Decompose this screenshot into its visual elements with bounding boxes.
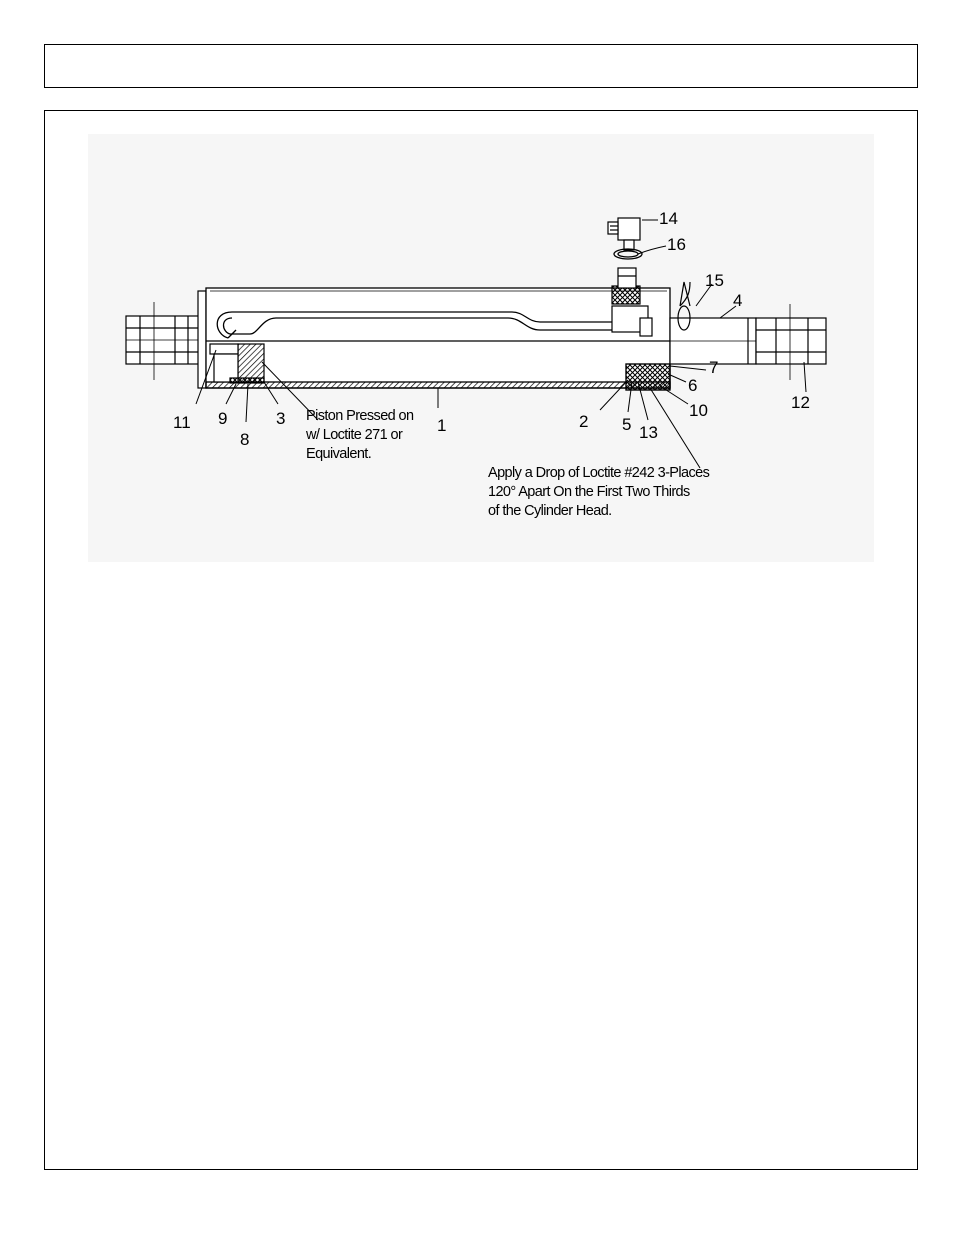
callout-12: 12 <box>791 393 810 412</box>
callout-16: 16 <box>667 235 686 254</box>
loctite-note-line-2: 120° Apart On the First Two Thirds <box>488 484 690 500</box>
internal-tube <box>216 311 636 339</box>
content-frame <box>44 110 918 1170</box>
piston-note-line-3: Equivalent. <box>306 446 371 462</box>
callout-1: 1 <box>437 416 446 435</box>
piston-note-line-2: w/ Loctite 271 or <box>305 427 403 443</box>
leader-lines <box>195 219 807 469</box>
port-fitting <box>611 267 653 337</box>
loctite-note: Apply a Drop of Loctite #242 3-Places 12… <box>488 465 710 519</box>
callout-2: 2 <box>579 412 588 431</box>
callout-numbers: 1 2 3 4 5 6 7 8 9 10 11 12 13 14 15 16 <box>173 209 810 449</box>
callout-3: 3 <box>276 409 285 428</box>
callout-11: 11 <box>173 413 191 432</box>
callout-4: 4 <box>733 291 742 310</box>
piston-rod <box>669 317 757 365</box>
callout-9: 9 <box>218 409 227 428</box>
callout-6: 6 <box>688 376 697 395</box>
cylinder-head <box>625 363 671 391</box>
callout-14: 14 <box>659 209 678 228</box>
callout-5: 5 <box>622 415 631 434</box>
loctite-note-line-1: Apply a Drop of Loctite #242 3-Places <box>488 465 710 481</box>
elbow-fitting <box>607 217 641 251</box>
callout-7: 7 <box>709 358 718 377</box>
left-clevis <box>125 290 207 389</box>
piston <box>209 343 265 384</box>
callout-10: 10 <box>689 401 708 420</box>
callout-13: 13 <box>639 423 658 442</box>
page-header-box <box>44 44 918 88</box>
o-ring <box>613 248 643 260</box>
piston-note-line-1: Piston Pressed on <box>306 408 414 424</box>
cylinder-barrel <box>205 287 671 389</box>
callout-8: 8 <box>240 430 249 449</box>
piston-note: Piston Pressed on w/ Loctite 271 or Equi… <box>305 408 415 462</box>
right-clevis <box>755 304 827 380</box>
lock-pin <box>677 281 691 331</box>
callout-15: 15 <box>705 271 724 290</box>
loctite-note-line-3: of the Cylinder Head. <box>488 503 612 519</box>
